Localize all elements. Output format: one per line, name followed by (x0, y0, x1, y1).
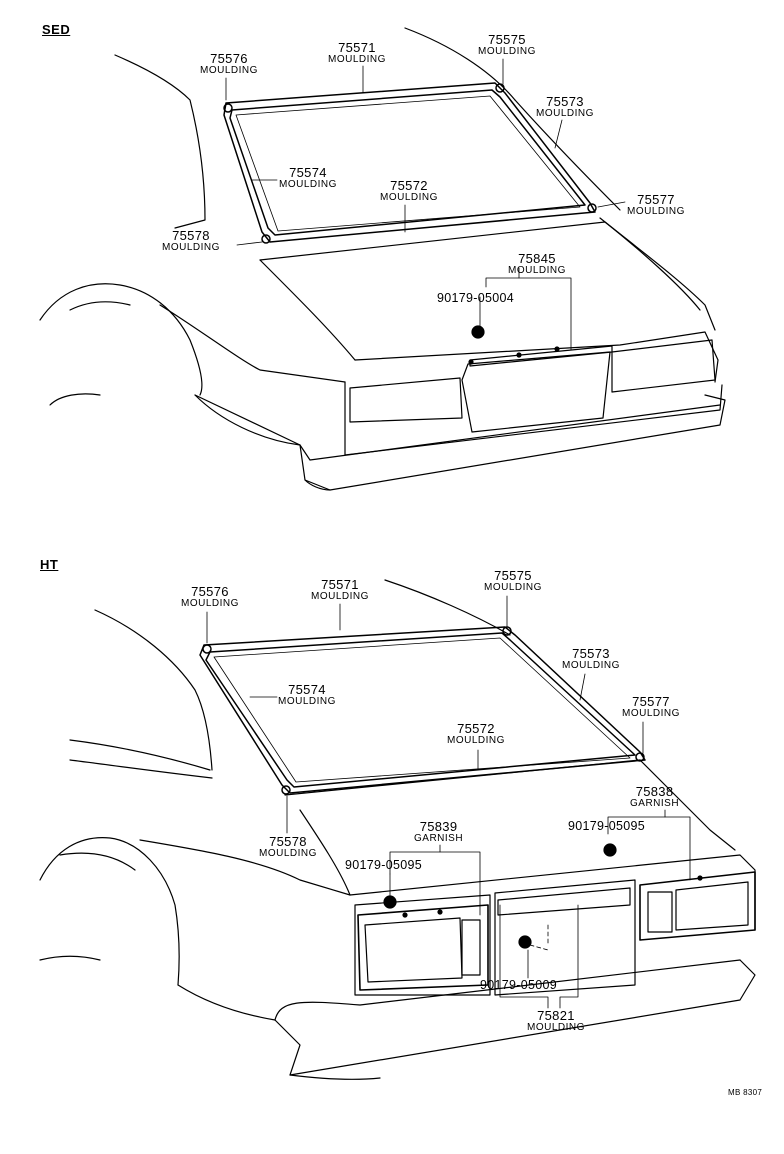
part-name: MOULDING (536, 108, 594, 119)
part-number: 75577 (632, 694, 670, 709)
part-number: 75576 (210, 51, 248, 66)
hardtop-label-clip-right: 90179-05095 (568, 820, 645, 833)
part-name: GARNISH (630, 798, 680, 809)
part-name: MOULDING (279, 179, 337, 190)
sedan-label-75576: 75576 MOULDING (200, 52, 258, 76)
sedan-label-75573: 75573 MOULDING (536, 95, 594, 119)
part-number: 75571 (338, 40, 376, 55)
part-name: MOULDING (259, 848, 317, 859)
part-number: 90179-05004 (437, 291, 514, 305)
part-number: 75578 (269, 834, 307, 849)
sedan-car-body (39, 27, 726, 491)
part-number: 75839 (419, 819, 458, 834)
part-number: 75572 (390, 178, 428, 193)
hardtop-rear-window (199, 595, 691, 1009)
hardtop-label-75578: 75578 MOULDING (259, 835, 317, 859)
part-number: 75838 (635, 784, 674, 799)
part-name: MOULDING (622, 708, 680, 719)
part-number: 75576 (191, 584, 229, 599)
part-number: 75577 (637, 192, 675, 207)
part-name: MOULDING (278, 696, 336, 707)
sedan-label-75572: 75572 MOULDING (380, 179, 438, 203)
part-name: MOULDING (200, 65, 258, 76)
part-number: 75574 (289, 165, 327, 180)
part-number: 90179-05095 (568, 819, 645, 833)
part-name: GARNISH (414, 833, 464, 844)
sedan-label-75575: 75575 MOULDING (478, 33, 536, 57)
part-name: MOULDING (484, 582, 542, 593)
part-number: 90179-05009 (480, 978, 557, 992)
section-title-hardtop: HT (40, 557, 59, 572)
hardtop-label-75571: 75571 MOULDING (311, 578, 369, 602)
hardtop-label-clip-center: 90179-05009 (480, 979, 557, 992)
hardtop-label-75574: 75574 MOULDING (278, 683, 336, 707)
drawing-code: MB 8307 (728, 1088, 763, 1097)
part-name: MOULDING (311, 591, 369, 602)
part-number: 75821 (537, 1008, 575, 1023)
section-title-sedan: SED (42, 22, 71, 37)
part-number: 75574 (288, 682, 326, 697)
hardtop-label-75576: 75576 MOULDING (181, 585, 239, 609)
part-name: MOULDING (162, 242, 220, 253)
hardtop-label-clip-left: 90179-05095 (345, 859, 422, 872)
hardtop-label-75839: 75839 GARNISH (414, 820, 463, 844)
hardtop-label-75821: 75821 MOULDING (527, 1009, 585, 1033)
sedan-label-75574: 75574 MOULDING (279, 166, 337, 190)
hardtop-label-75572: 75572 MOULDING (447, 722, 505, 746)
part-name: MOULDING (181, 598, 239, 609)
part-name: MOULDING (328, 54, 386, 65)
hardtop-label-75838: 75838 GARNISH (630, 785, 679, 809)
part-name: MOULDING (527, 1022, 585, 1033)
sedan-label-75578: 75578 MOULDING (162, 229, 220, 253)
part-name: MOULDING (562, 660, 620, 671)
part-name: MOULDING (447, 735, 505, 746)
sedan-label-75577: 75577 MOULDING (627, 193, 685, 217)
part-number: 75575 (494, 568, 532, 583)
part-number: 75578 (172, 228, 210, 243)
part-number: 90179-05095 (345, 858, 422, 872)
part-number: 75573 (546, 94, 584, 109)
part-name: MOULDING (478, 46, 536, 57)
hardtop-label-75573: 75573 MOULDING (562, 647, 620, 671)
part-name: MOULDING (627, 206, 685, 217)
part-number: 75572 (457, 721, 495, 736)
hardtop-label-75577: 75577 MOULDING (622, 695, 680, 719)
hardtop-label-75575: 75575 MOULDING (484, 569, 542, 593)
sedan-label-75845: 75845 MOULDING (508, 252, 566, 276)
part-number: 75571 (321, 577, 359, 592)
part-number: 75845 (518, 251, 556, 266)
hardtop-car-body (39, 579, 756, 1080)
part-number: 75573 (572, 646, 610, 661)
sedan-label-75571: 75571 MOULDING (328, 41, 386, 65)
sedan-label-clip: 90179-05004 (437, 292, 514, 305)
part-number: 75575 (488, 32, 526, 47)
sedan-rear-window (223, 58, 626, 351)
part-name: MOULDING (380, 192, 438, 203)
part-name: MOULDING (508, 265, 566, 276)
